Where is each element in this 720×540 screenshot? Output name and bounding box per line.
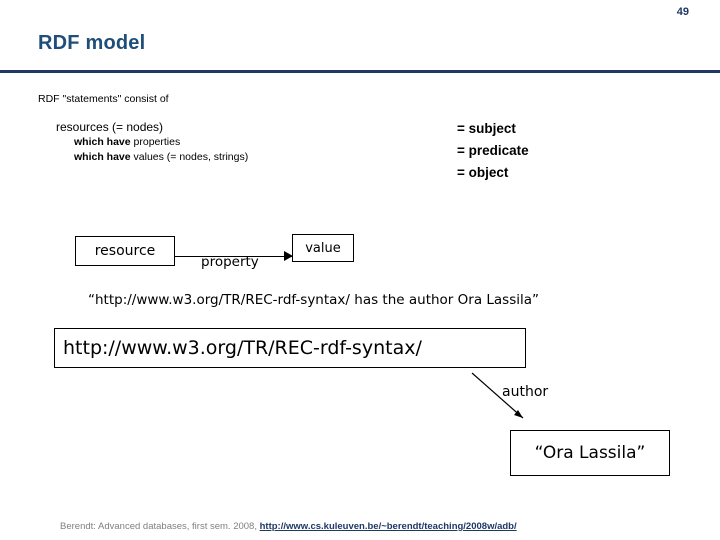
bullet-values-rest: values (= nodes, strings) <box>130 151 249 163</box>
bullet-values-bold: which have <box>74 151 131 163</box>
graph-node-resource: resource <box>75 236 175 266</box>
bullet-properties: which have properties <box>74 136 180 148</box>
graph-node-value: value <box>292 234 354 262</box>
bullet-properties-rest: properties <box>130 136 181 148</box>
graph-edge-line <box>175 256 292 257</box>
footer-text: Berendt: Advanced databases, first sem. … <box>60 521 260 532</box>
lassila-box: “Ora Lassila” <box>510 430 670 476</box>
author-arrow-icon <box>471 372 533 426</box>
label-object: = object <box>457 165 509 180</box>
intro-text: RDF "statements" consist of <box>38 93 169 105</box>
lassila-text: “Ora Lassila” <box>534 443 646 463</box>
slide-number: 49 <box>676 6 689 18</box>
graph-edge-arrow-icon <box>284 251 293 261</box>
label-predicate: = predicate <box>457 143 529 158</box>
graph-edge-label-property: property <box>201 254 259 270</box>
example-sentence: “http://www.w3.org/TR/REC-rdf-syntax/ ha… <box>88 292 540 308</box>
title-divider <box>0 70 720 73</box>
bullet-properties-bold: which have <box>74 136 131 148</box>
bullet-values: which have values (= nodes, strings) <box>74 151 248 163</box>
author-edge-label: author <box>502 384 549 400</box>
footer-link[interactable]: http://www.cs.kuleuven.be/~berendt/teach… <box>259 521 517 532</box>
bullet-resources: resources (= nodes) <box>56 120 164 134</box>
page-title: RDF model <box>38 32 146 54</box>
label-subject: = subject <box>457 121 516 136</box>
uri-text: http://www.w3.org/TR/REC-rdf-syntax/ <box>63 337 422 359</box>
footer: Berendt: Advanced databases, first sem. … <box>60 521 517 532</box>
uri-box: http://www.w3.org/TR/REC-rdf-syntax/ <box>54 328 526 368</box>
